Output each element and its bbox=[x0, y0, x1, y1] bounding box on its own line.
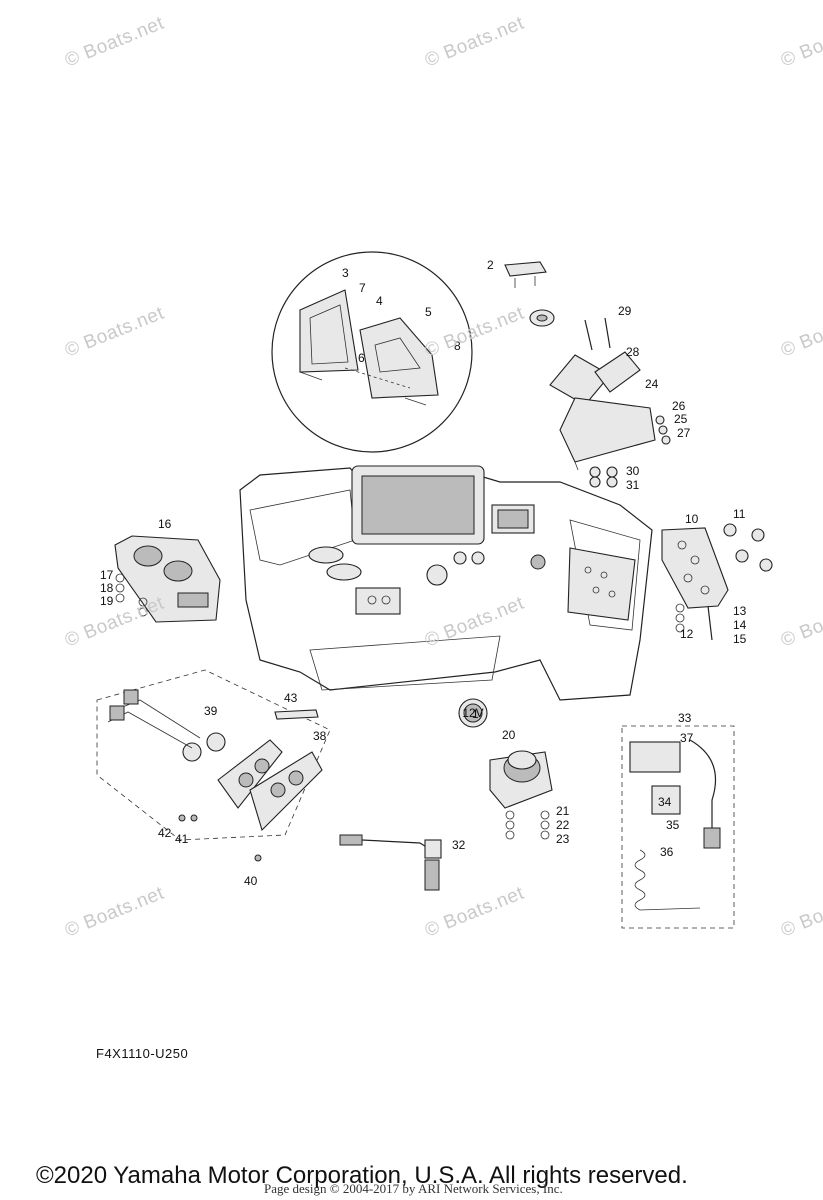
part-43-tape bbox=[274, 709, 319, 720]
callout-30: 30 bbox=[626, 464, 640, 478]
part-16-panel bbox=[114, 535, 221, 623]
part-38-socket-group bbox=[96, 669, 331, 862]
part-2-switch bbox=[504, 261, 555, 327]
callout-8: 8 bbox=[454, 339, 461, 353]
socket-label: 12V bbox=[462, 706, 483, 720]
callout-36: 36 bbox=[660, 845, 674, 859]
callout-4: 4 bbox=[376, 294, 383, 308]
callout-15: 15 bbox=[733, 632, 747, 646]
callout-10: 10 bbox=[685, 512, 699, 526]
callout-32: 32 bbox=[452, 838, 466, 852]
callout-34: 34 bbox=[658, 795, 672, 809]
copyright-notice: ©2020 Yamaha Motor Corporation, U.S.A. A… bbox=[36, 1162, 688, 1189]
callout-35: 35 bbox=[666, 818, 680, 832]
part-10-panel bbox=[661, 523, 773, 641]
callout-5: 5 bbox=[425, 305, 432, 319]
callout-17: 17 bbox=[100, 568, 114, 582]
callout-31: 31 bbox=[626, 478, 640, 492]
callout-13: 13 bbox=[733, 604, 747, 618]
callout-24: 24 bbox=[645, 377, 659, 391]
callout-11: 11 bbox=[733, 507, 746, 521]
part-33-lanyard-group bbox=[621, 725, 735, 929]
callout-26: 26 bbox=[672, 399, 686, 413]
part-20-knob bbox=[489, 750, 553, 840]
drawing-code: F4X1110-U250 bbox=[96, 1046, 189, 1061]
callout-43: 43 bbox=[284, 691, 298, 705]
callout-1: 1 bbox=[472, 707, 479, 721]
callout-25: 25 bbox=[674, 412, 688, 426]
callout-40: 40 bbox=[244, 874, 258, 888]
callout-14: 14 bbox=[733, 618, 747, 632]
callout-41: 41 bbox=[175, 832, 189, 846]
callout-6: 6 bbox=[358, 351, 365, 365]
part-1-socket: 12V bbox=[458, 698, 488, 728]
callout-18: 18 bbox=[100, 581, 114, 595]
callout-16: 16 bbox=[158, 517, 172, 531]
callout-labels: 1 2 3 4 5 6 7 8 10 11 12 13 14 15 16 17 … bbox=[100, 258, 747, 888]
callout-37: 37 bbox=[680, 731, 694, 745]
callout-22: 22 bbox=[556, 818, 570, 832]
callout-39: 39 bbox=[204, 704, 218, 718]
dashboard-console bbox=[239, 465, 653, 701]
callout-2: 2 bbox=[487, 258, 494, 272]
callout-27: 27 bbox=[677, 426, 691, 440]
callout-42: 42 bbox=[158, 826, 172, 840]
callout-19: 19 bbox=[100, 594, 114, 608]
callout-7: 7 bbox=[359, 281, 366, 295]
callout-23: 23 bbox=[556, 832, 570, 846]
callout-38: 38 bbox=[313, 729, 327, 743]
part-24-bracket bbox=[549, 317, 671, 488]
callout-33: 33 bbox=[678, 711, 692, 725]
detail-circle bbox=[271, 251, 473, 453]
callout-3: 3 bbox=[342, 266, 349, 280]
callout-21: 21 bbox=[556, 804, 570, 818]
callout-29: 29 bbox=[618, 304, 632, 318]
callout-12: 12 bbox=[680, 627, 694, 641]
part-32-cable bbox=[339, 834, 442, 891]
callout-28: 28 bbox=[626, 345, 640, 359]
page-design-credit: Page design © 2004-2017 by ARI Network S… bbox=[264, 1181, 563, 1196]
callout-20: 20 bbox=[502, 728, 516, 742]
